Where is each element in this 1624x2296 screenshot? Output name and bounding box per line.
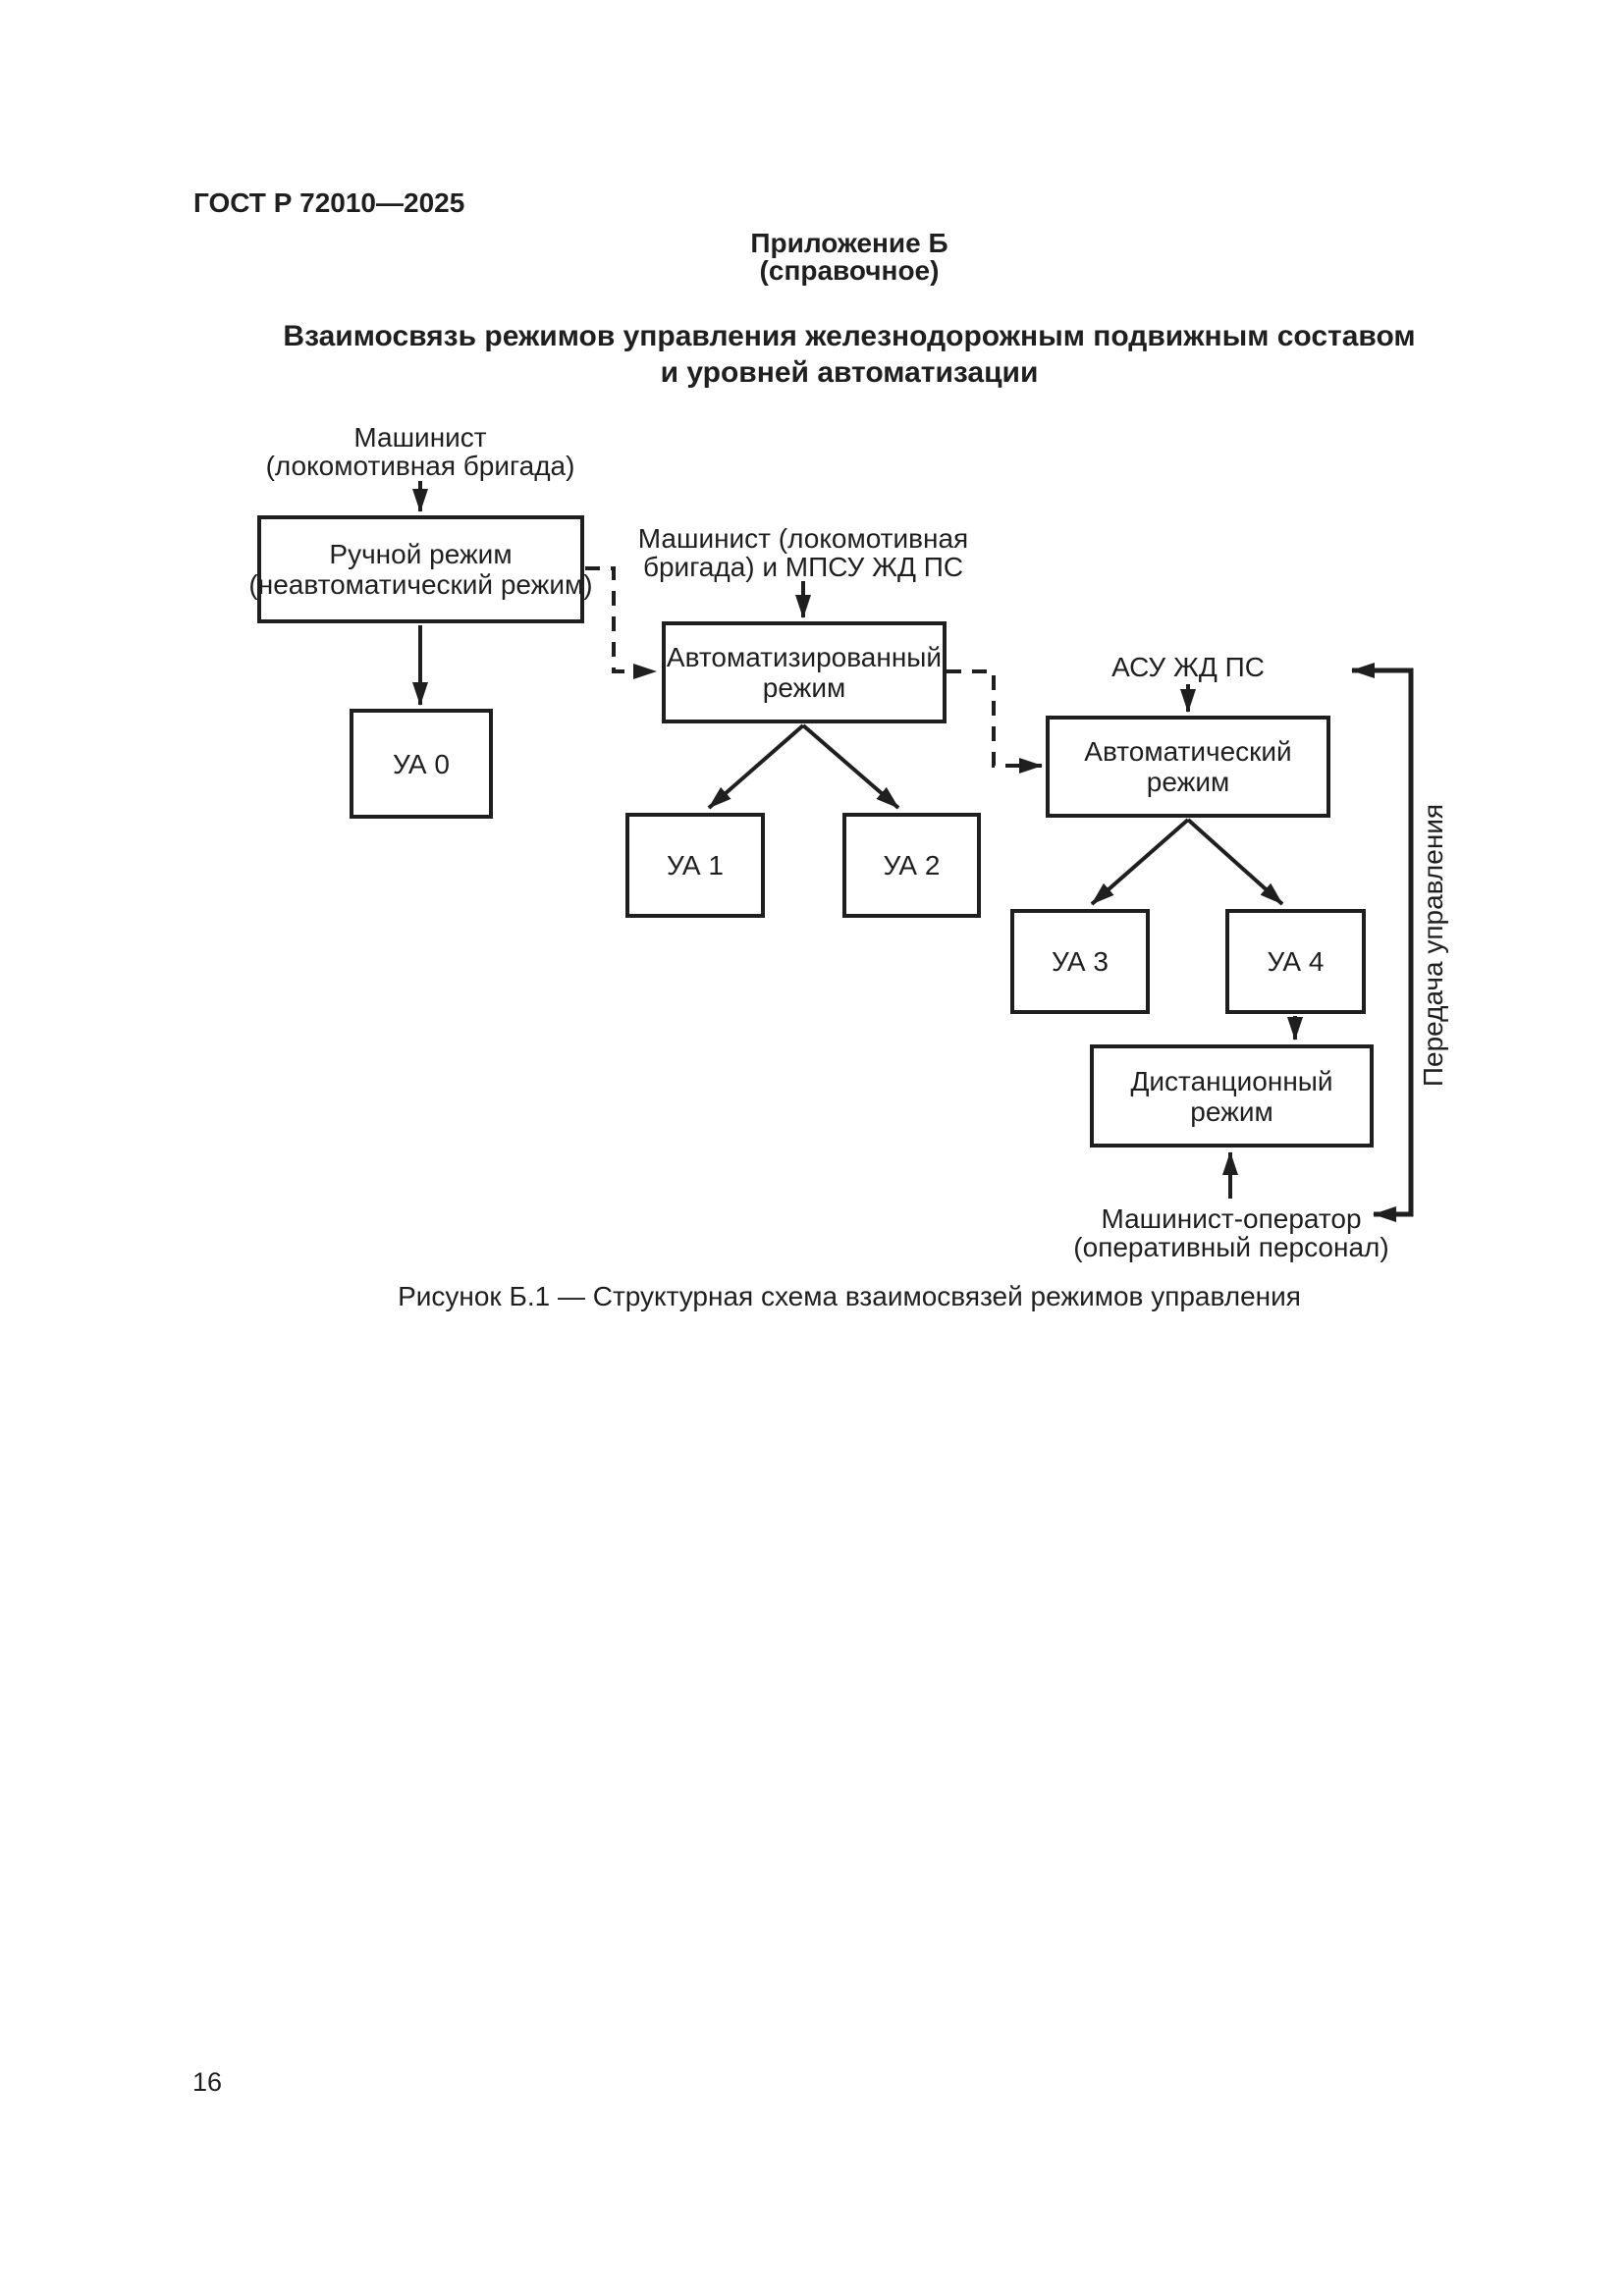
- box-remote-mode: Дистанционный режим: [1090, 1044, 1374, 1148]
- appendix-title-line2: и уровней автоматизации: [660, 356, 1039, 389]
- appendix-note: (справочное): [759, 255, 940, 286]
- label-driver-line1: Машинист: [353, 422, 487, 453]
- arrow-automatic-to-ua4: [1186, 818, 1284, 906]
- arrow-automated-to-ua1: [707, 723, 805, 810]
- appendix-label: Приложение Б: [750, 228, 948, 258]
- box-automatic-mode-line1: Автоматический: [1084, 736, 1292, 767]
- label-driver-mpsu-line2: бригада) и МПСУ ЖД ПС: [642, 552, 964, 582]
- box-automatic-mode: Автоматический режим: [1046, 716, 1330, 818]
- dashed-arrow-manual-to-automated: [585, 566, 657, 679]
- label-operator: Машинист-оператор (оперативный персонал): [1045, 1204, 1418, 1261]
- box-ua3: УА 3: [1010, 909, 1150, 1014]
- label-driver-mpsu-line1: Машинист (локомотивная: [637, 523, 969, 554]
- box-remote-mode-line1: Дистанционный: [1130, 1065, 1333, 1096]
- appendix-title-line1: Взаимосвязь режимов управления железнодо…: [283, 320, 1416, 352]
- box-automatic-mode-line2: режим: [1146, 767, 1230, 797]
- label-driver-line2: (локомотивная бригада): [265, 451, 575, 481]
- box-remote-mode-line2: режим: [1190, 1095, 1273, 1127]
- label-transfer-of-control: Передача управления: [1418, 803, 1448, 1088]
- box-ua4: УА 4: [1225, 909, 1366, 1014]
- transfer-of-control-line: [1351, 663, 1414, 1222]
- document-header: ГОСТ Р 72010—2025: [193, 187, 465, 218]
- box-automated-mode-line2: режим: [762, 672, 846, 703]
- box-manual-mode-line1: Ручной режим: [329, 539, 513, 569]
- box-ua1: УА 1: [625, 813, 765, 918]
- page-number: 16: [192, 2067, 223, 2097]
- label-driver-mpsu: Машинист (локомотивная бригада) и МПСУ Ж…: [617, 524, 990, 581]
- box-automated-mode-line1: Автоматизированный: [666, 642, 943, 672]
- box-ua0: УА 0: [350, 709, 493, 819]
- box-automated-mode: Автоматизированный режим: [662, 621, 947, 723]
- label-asu: АСУ ЖД ПС: [1111, 652, 1265, 682]
- label-driver: Машинист (локомотивная бригада): [234, 423, 607, 480]
- figure-caption: Рисунок Б.1 — Структурная схема взаимосв…: [398, 1281, 1301, 1311]
- box-ua2: УА 2: [842, 813, 981, 918]
- dashed-arrow-automated-to-automatic: [947, 669, 1043, 774]
- label-operator-line2: (оперативный персонал): [1073, 1232, 1389, 1262]
- box-manual-mode: Ручной режим (неавтоматический режим): [248, 515, 593, 623]
- box-manual-mode-line2: (неавтоматический режим): [248, 569, 593, 600]
- arrow-automatic-to-ua3: [1090, 818, 1190, 906]
- label-operator-line1: Машинист-оператор: [1101, 1203, 1362, 1234]
- arrow-automated-to-ua2: [801, 723, 900, 810]
